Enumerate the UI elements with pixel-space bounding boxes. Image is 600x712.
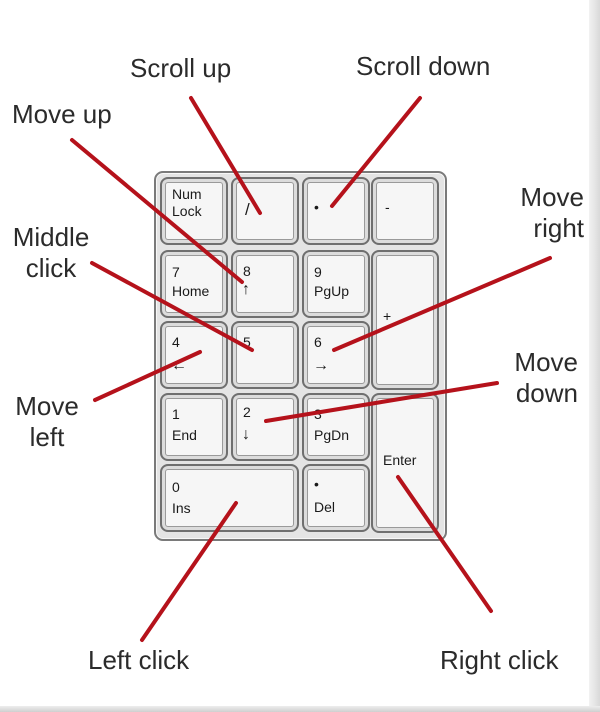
key-label: / [245, 200, 250, 219]
key-label: 2 [243, 404, 251, 420]
key-label: • Del [314, 476, 336, 515]
callout-scroll-down: Scroll down [356, 51, 491, 81]
arrow-up-icon: ↑ [242, 281, 250, 298]
key-label: 5 [243, 334, 251, 350]
key-num-lock[interactable]: Num Lock [160, 177, 228, 245]
callout-move-left: Move left [15, 391, 79, 452]
key-label: 7 Home [172, 264, 210, 299]
key-label: Enter [383, 452, 417, 468]
key-6-right[interactable]: 6 → [302, 321, 370, 389]
page-edge-shadow-bottom [0, 706, 600, 712]
callout-left-click: Left click [88, 645, 190, 675]
key-2-down[interactable]: 2 ↓ [231, 393, 299, 461]
page-edge-shadow [589, 0, 600, 712]
key-9-pgup[interactable]: 9 PgUp [302, 250, 370, 318]
leader-line-move-right [332, 256, 552, 352]
key-label: 8 [243, 263, 251, 279]
leader-line-scroll-down [330, 96, 422, 208]
key-minus[interactable]: - [371, 177, 439, 245]
key-5[interactable]: 5 [231, 321, 299, 389]
callout-middle-click: Middle click [12, 222, 90, 283]
key-label: • [314, 199, 319, 215]
key-multiply[interactable]: • [302, 177, 370, 245]
callout-right-click: Right click [440, 645, 559, 675]
key-label: 6 [314, 334, 322, 350]
leader-line-right-click [396, 475, 493, 613]
leader-line-left-click [140, 501, 238, 642]
key-decimal-del[interactable]: • Del [302, 464, 370, 532]
leader-line-scroll-up [189, 96, 262, 215]
key-divide[interactable]: / [231, 177, 299, 245]
key-label: 1 End [172, 406, 197, 443]
arrow-down-icon: ↓ [242, 426, 250, 443]
key-label: 0 Ins [172, 479, 191, 516]
leader-line-middle-click [90, 261, 254, 352]
key-0-ins[interactable]: 0 Ins [160, 464, 299, 532]
callout-move-down: Move down [514, 347, 578, 408]
key-1-end[interactable]: 1 End [160, 393, 228, 461]
callout-move-up: Move up [12, 99, 112, 129]
leader-line-move-left [93, 350, 202, 402]
arrow-right-icon: → [313, 357, 329, 374]
key-label: + [383, 308, 392, 324]
key-label: 4 [172, 334, 180, 350]
callout-move-right: Move right [520, 182, 584, 243]
key-label: - [385, 199, 390, 215]
leader-line-move-up [70, 138, 244, 284]
key-label: 9 PgUp [314, 264, 350, 299]
key-enter[interactable]: Enter [371, 393, 439, 533]
callout-scroll-up: Scroll up [130, 53, 232, 83]
key-8-up[interactable]: 8 ↑ [231, 250, 299, 318]
key-label: Num Lock [172, 186, 202, 219]
leader-line-move-down [264, 381, 499, 423]
